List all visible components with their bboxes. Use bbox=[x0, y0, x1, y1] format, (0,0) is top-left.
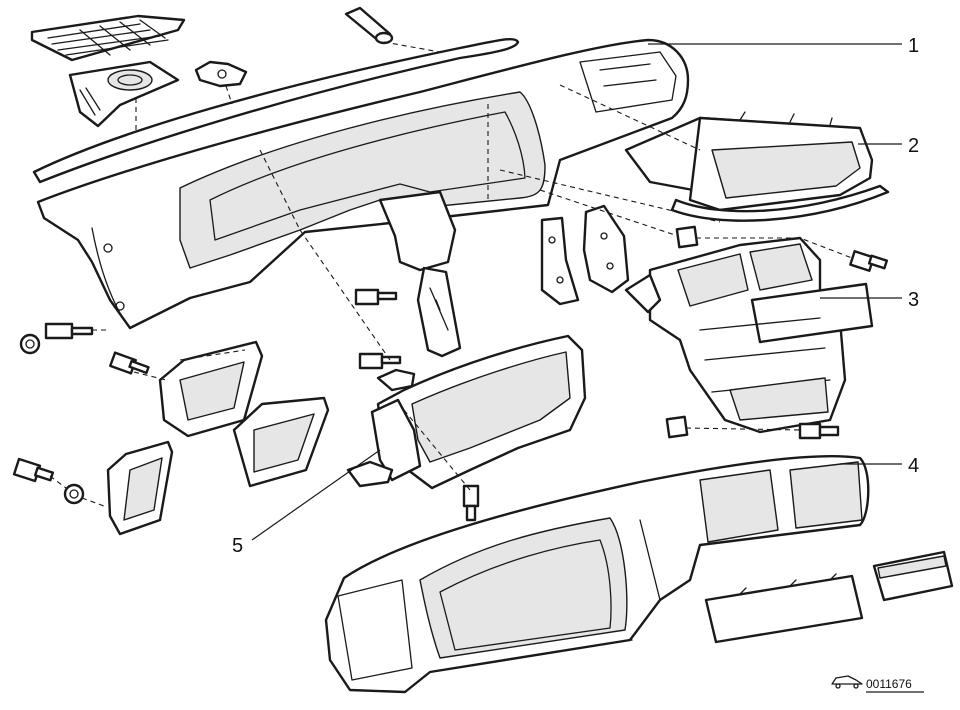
reference-code: 0011676 bbox=[866, 677, 912, 691]
callout-4: 4 bbox=[908, 455, 919, 477]
knob-part bbox=[344, 6, 394, 45]
washer-1 bbox=[19, 333, 41, 355]
glove-box bbox=[624, 111, 890, 222]
washer-2 bbox=[63, 483, 85, 505]
speaker-grille bbox=[30, 14, 186, 62]
trim-clip-5 bbox=[346, 460, 394, 488]
side-vent bbox=[106, 440, 174, 536]
instrument-cluster-hood bbox=[370, 334, 587, 490]
speaker-housing bbox=[68, 60, 180, 128]
vent-left-outer bbox=[158, 340, 264, 438]
bolt-5 bbox=[462, 484, 480, 522]
bracket-left bbox=[416, 266, 462, 358]
vent-left-inner bbox=[232, 396, 330, 488]
bolt-4 bbox=[358, 352, 402, 370]
callout-5: 5 bbox=[232, 535, 243, 557]
clip-part bbox=[194, 60, 248, 88]
bolt-3 bbox=[354, 288, 398, 306]
callout-3: 3 bbox=[908, 289, 919, 311]
bolt-group bbox=[12, 250, 889, 522]
dashboard-panel bbox=[32, 37, 690, 330]
nut-square-bottom bbox=[665, 415, 689, 439]
washer-group bbox=[19, 333, 85, 505]
lower-dashboard-trim bbox=[324, 455, 870, 694]
bolt-1 bbox=[44, 322, 94, 340]
leader-lines bbox=[251, 43, 902, 541]
nut-square-top bbox=[675, 225, 699, 249]
reference-tag: 0011676 bbox=[831, 675, 924, 693]
callout-2: 2 bbox=[908, 135, 919, 157]
center-console bbox=[624, 236, 874, 434]
bolt-8 bbox=[12, 457, 55, 483]
bolt-2 bbox=[109, 351, 150, 375]
car-icon bbox=[831, 675, 863, 689]
assembly-lines bbox=[49, 41, 853, 507]
bolt-7 bbox=[798, 422, 840, 440]
bracket-right bbox=[582, 204, 630, 294]
air-vent-module-1 bbox=[704, 573, 864, 644]
callout-1: 1 bbox=[908, 35, 919, 57]
bolt-6 bbox=[849, 250, 889, 272]
air-vent-module-2 bbox=[872, 550, 954, 602]
clip-top-5 bbox=[376, 368, 416, 392]
bracket-center bbox=[540, 216, 580, 306]
